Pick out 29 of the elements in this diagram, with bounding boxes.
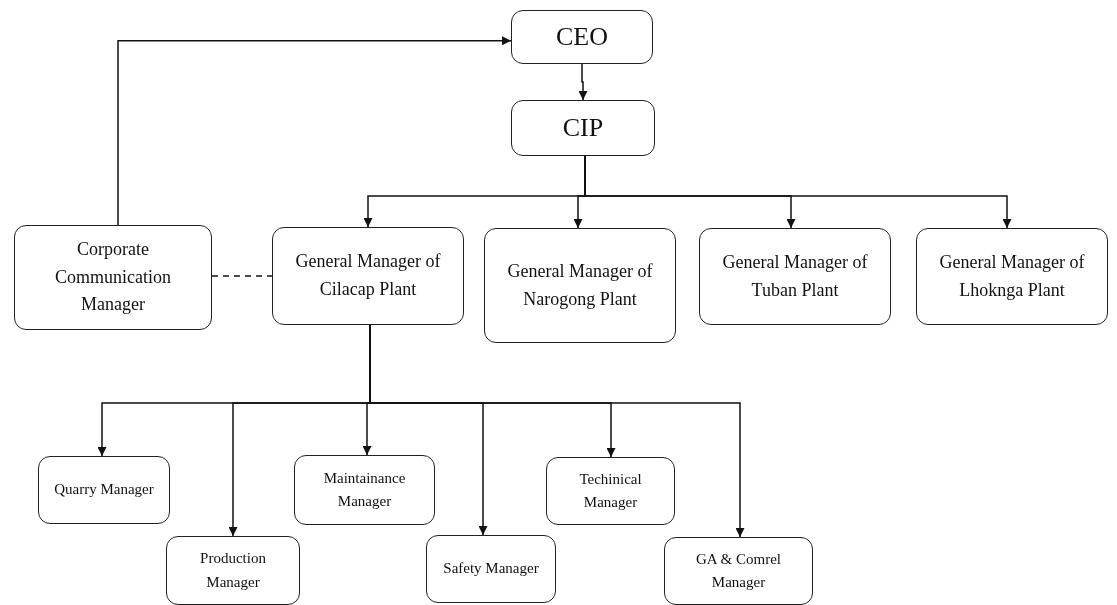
position-title: Techinical Manager xyxy=(578,469,643,512)
position-box xyxy=(546,457,675,525)
position-title: GA & Comrel Manager xyxy=(695,549,782,592)
position-title: Maintainance Manager xyxy=(322,468,407,511)
position-box xyxy=(14,225,212,330)
arrow xyxy=(578,63,588,101)
position-title: CIP xyxy=(562,111,604,144)
position-box xyxy=(294,455,435,525)
position-box xyxy=(272,227,464,325)
position-title: General Manager of Tuban Plant xyxy=(721,250,869,302)
arrow xyxy=(117,36,512,226)
position-box xyxy=(38,456,170,524)
position-box xyxy=(166,536,300,605)
position-title: Quarry Manager xyxy=(54,480,154,500)
position-box xyxy=(484,228,676,343)
position-box xyxy=(664,537,813,605)
position-title: CEO xyxy=(556,20,608,53)
position-title: General Manager of Lhoknga Plant xyxy=(938,250,1086,302)
dashed-connector xyxy=(211,275,273,277)
position-box xyxy=(916,228,1108,325)
position-box xyxy=(511,10,653,64)
position-box xyxy=(699,228,891,325)
position-title: General Manager of Cilacap Plant xyxy=(294,250,442,301)
position-title: Production Manager xyxy=(199,549,267,592)
position-box xyxy=(426,535,556,603)
position-title: Safety Manager xyxy=(443,559,539,579)
position-box xyxy=(511,100,655,156)
position-title: General Manager of Narogong Plant xyxy=(506,259,654,311)
position-title: Corporate Communication Manager xyxy=(54,237,172,317)
